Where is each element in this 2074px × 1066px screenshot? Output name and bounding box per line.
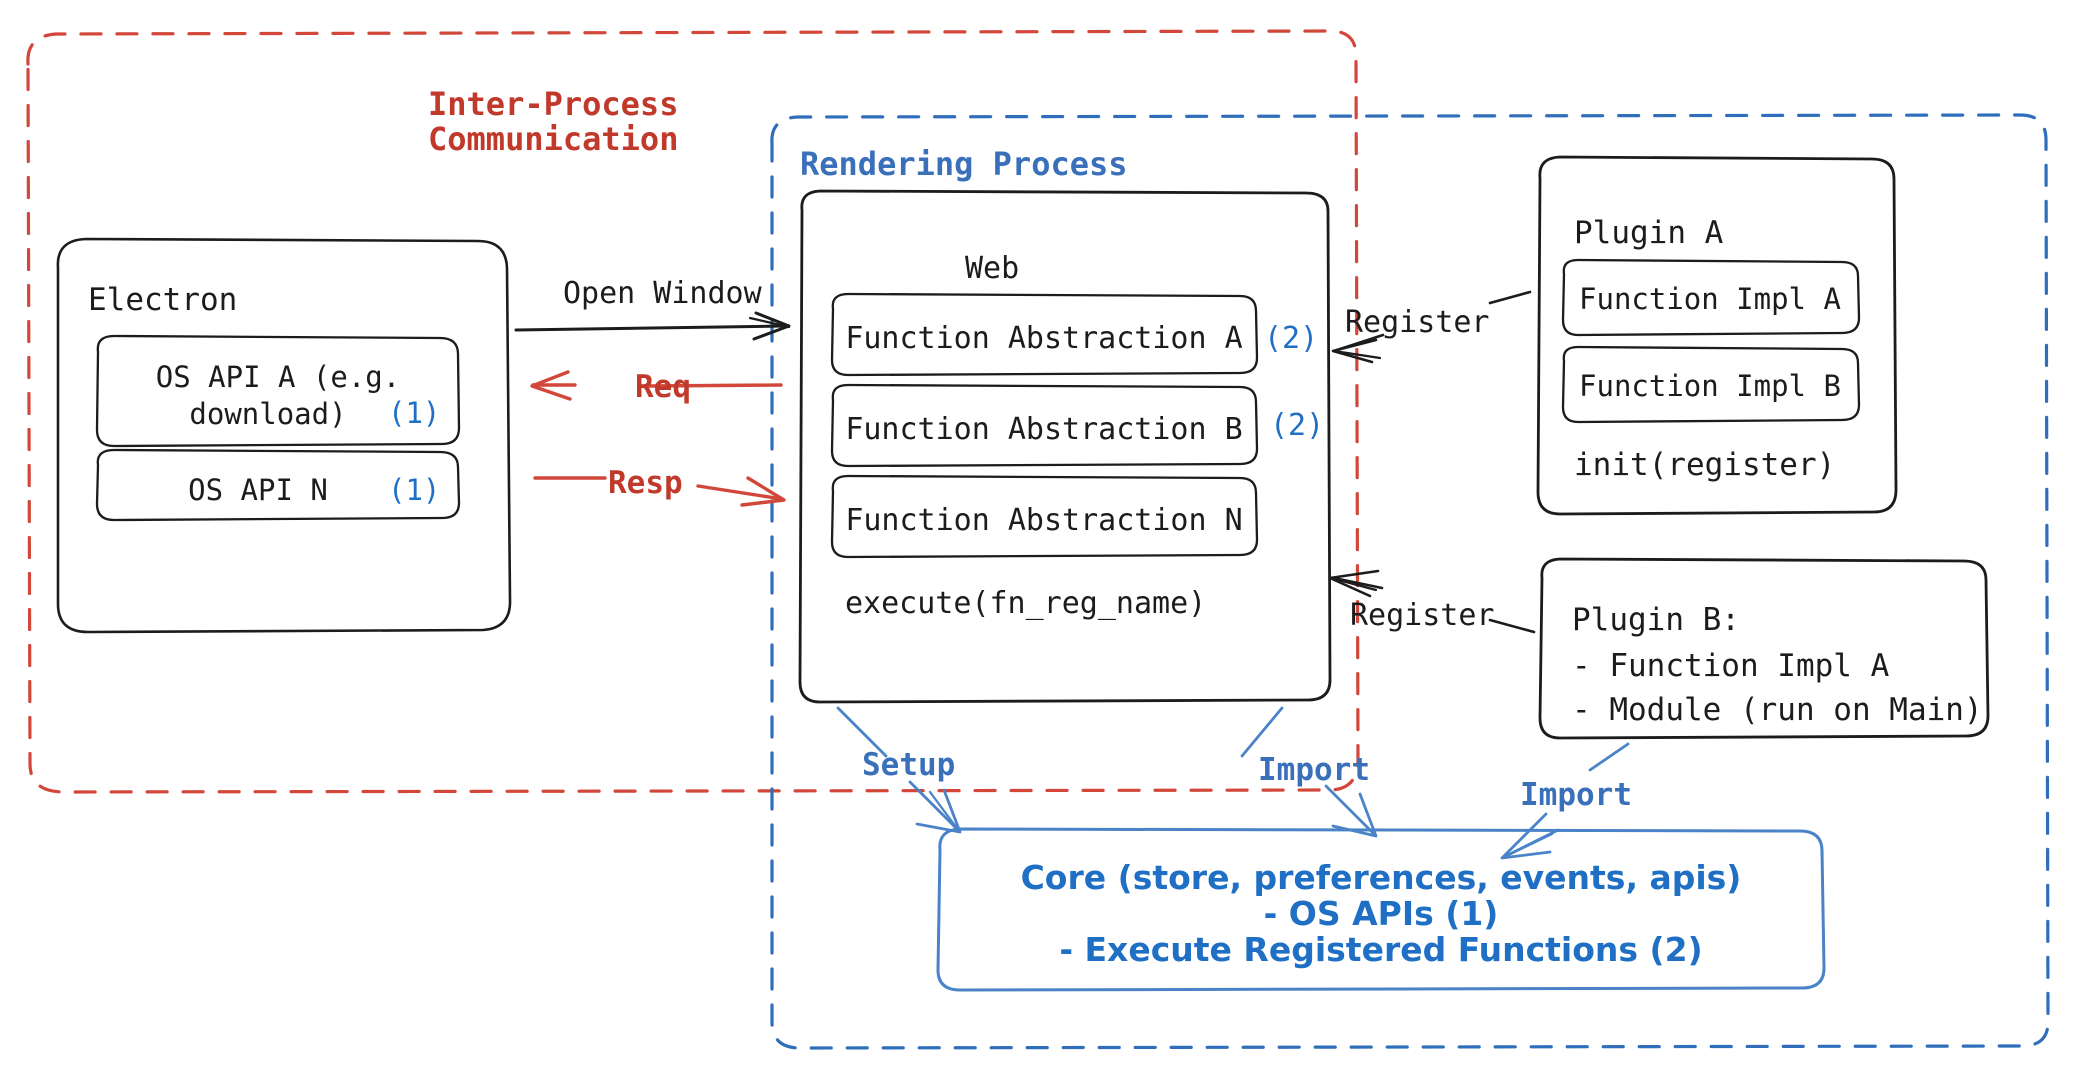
ipc-region-label-line1: Inter-Process xyxy=(428,85,678,123)
register-top-arrow xyxy=(1331,290,1532,364)
electron-title: Electron xyxy=(88,282,237,318)
os-api-a-marker: (1) xyxy=(388,396,440,430)
core-line2: - OS APIs (1) xyxy=(1264,894,1499,933)
register-bottom-label: Register xyxy=(1350,598,1495,633)
plugin-b-item-1: - Module (run on Main) xyxy=(1572,692,1983,728)
plugin-a-title: Plugin A xyxy=(1574,215,1724,251)
function-abstraction-b-label: Function Abstraction B xyxy=(845,412,1242,447)
import-right-arrow xyxy=(1500,742,1630,860)
web-box[interactable] xyxy=(798,189,1332,704)
function-impl-a-label: Function Impl A xyxy=(1579,282,1841,316)
os-api-a-label-line2: download) xyxy=(189,397,346,431)
resp-arrow xyxy=(533,476,786,507)
function-abstraction-n-label: Function Abstraction N xyxy=(845,503,1242,538)
plugin-b-box[interactable] xyxy=(1538,557,1990,740)
setup-arrow xyxy=(836,706,962,834)
ipc-region-label-line2: Communication xyxy=(428,120,678,158)
os-api-n-label: OS API N xyxy=(188,473,328,507)
os-api-n-box[interactable] xyxy=(95,448,461,522)
electron-box[interactable] xyxy=(56,237,512,634)
rendering-process-region xyxy=(770,113,2050,1050)
os-api-a-label-line1: OS API A (e.g. xyxy=(156,360,400,394)
req-arrow xyxy=(530,370,783,401)
function-abstraction-n-box[interactable] xyxy=(830,474,1259,559)
function-abstraction-b-marker: (2) xyxy=(1270,408,1324,443)
function-abstraction-a-label: Function Abstraction A xyxy=(845,321,1242,356)
import-left-arrow xyxy=(1240,706,1378,838)
resp-label: Resp xyxy=(608,465,683,501)
os-api-a-box[interactable] xyxy=(95,334,461,448)
register-top-label: Register xyxy=(1345,305,1490,340)
plugin-b-item-0: - Function Impl A xyxy=(1572,648,1890,684)
register-bottom-arrow xyxy=(1328,569,1536,634)
core-line3: - Execute Registered Functions (2) xyxy=(1059,930,1702,969)
req-label: Req xyxy=(635,369,691,405)
web-title: Web xyxy=(965,251,1019,286)
function-impl-b-label: Function Impl B xyxy=(1579,369,1841,403)
plugin-b-title: Plugin B: xyxy=(1572,602,1740,638)
setup-label: Setup xyxy=(862,747,955,783)
function-impl-b-box[interactable] xyxy=(1561,345,1861,424)
import-left-label: Import xyxy=(1258,752,1370,788)
ipc-region xyxy=(26,29,1360,794)
rendering-process-label: Rendering Process xyxy=(800,145,1128,183)
function-abstraction-b-box[interactable] xyxy=(830,383,1259,468)
function-abstraction-a-box[interactable] xyxy=(830,292,1259,377)
import-right-label: Import xyxy=(1520,777,1632,813)
function-impl-a-box[interactable] xyxy=(1561,258,1861,337)
core-line1: Core (store, preferences, events, apis) xyxy=(1021,858,1742,897)
web-execute-label: execute(fn_reg_name) xyxy=(845,586,1206,621)
function-abstraction-a-marker: (2) xyxy=(1264,321,1318,356)
open-window-arrow xyxy=(514,311,791,341)
os-api-n-marker: (1) xyxy=(388,473,440,507)
plugin-a-box[interactable] xyxy=(1536,155,1898,516)
plugin-a-init-label: init(register) xyxy=(1574,447,1835,483)
open-window-label: Open Window xyxy=(563,276,763,311)
